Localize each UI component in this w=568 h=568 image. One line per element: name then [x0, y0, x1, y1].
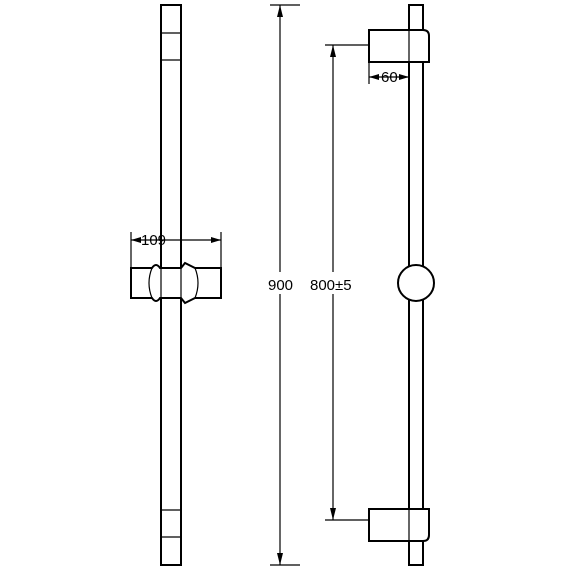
slider-knob: [397, 264, 435, 302]
bottom-wall-bracket: [368, 508, 430, 542]
side-view: 800±5 60: [306, 4, 435, 566]
dimension-label-900: 900: [268, 277, 293, 294]
dimension-60: 60: [368, 62, 409, 86]
dimension-label-800: 800±5: [310, 277, 352, 294]
dimension-109: 109: [130, 232, 222, 268]
front-view: 109: [130, 4, 222, 566]
dimension-label-60: 60: [381, 69, 398, 86]
dimension-label-109: 109: [141, 232, 166, 249]
dimension-900: 900: [266, 4, 300, 566]
dimension-800: 800±5: [306, 44, 369, 521]
top-wall-bracket: [368, 29, 430, 63]
sliding-holder: [130, 261, 222, 305]
